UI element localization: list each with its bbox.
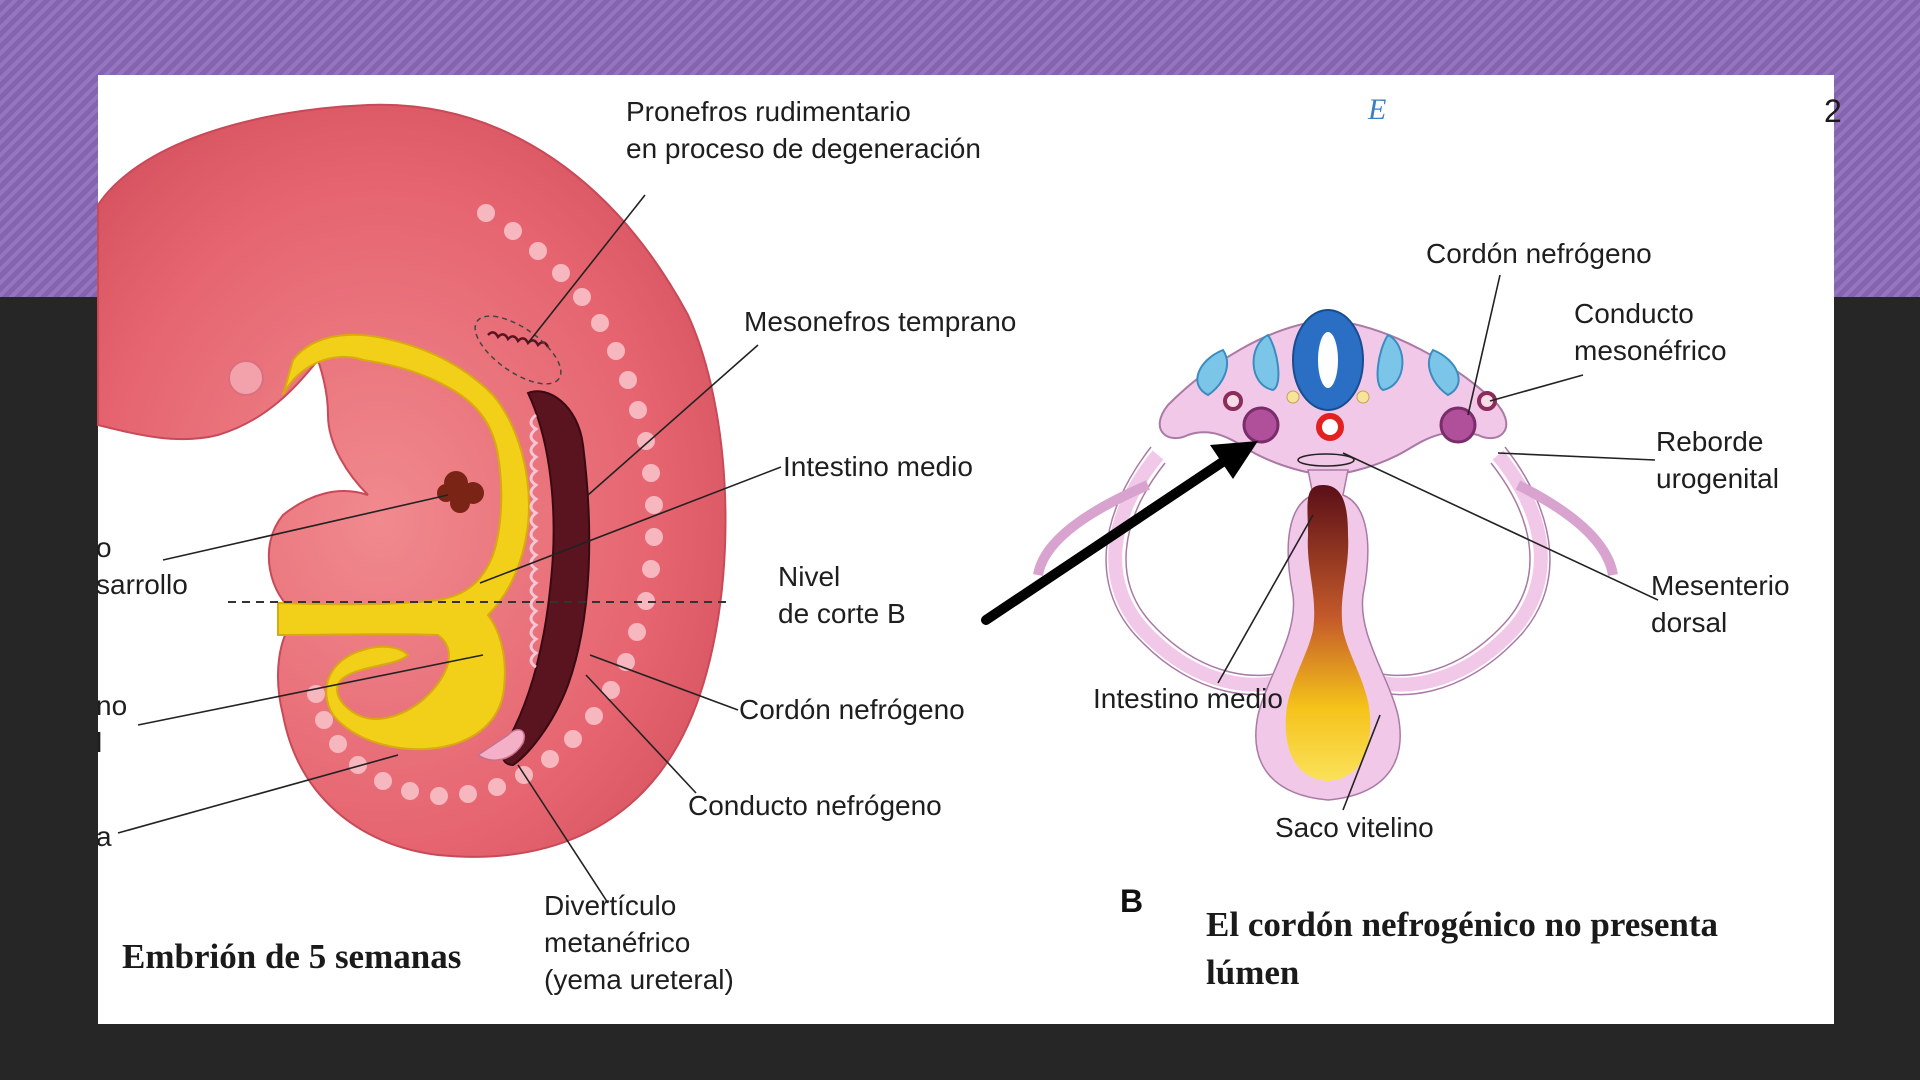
body-wall-left [1108,450,1302,692]
somites [307,204,663,805]
somite-right [1376,333,1404,392]
label-intestino-medio-a: Intestino medio [783,451,973,482]
ureteric-bud [476,728,525,761]
caption-cordon-sin-lumen: El cordón nefrogénico no presenta lúmen [1206,905,1719,992]
label-mesonefros: Mesonefros temprano [744,306,1017,337]
label-nivel-corte: Nivel de corte B [778,561,906,629]
mesonephric-tubules [529,413,539,669]
corner-mark-number: 2 [1824,93,1842,129]
nephrogenic-cord-left [1242,406,1280,444]
label-cordon-nefrogeno-a: Cordón nefrógeno [739,694,965,725]
liver-bud [437,471,484,513]
label-diverticulo: Divertículo metanéfrico (yema ureteral) [544,890,734,995]
label-reborde-urogenital: Reborde urogenital [1656,426,1779,494]
anatomy-diagram [97,103,1659,904]
body-wall-right [1354,450,1548,692]
pronephros-outline [474,315,562,385]
nephrogenic-cord-right [1439,406,1477,444]
label-cut-left-1: o sarrollo [96,532,188,600]
somite-left-outer [1196,348,1228,397]
embryo-diagram [97,103,730,858]
gut-lumen [1285,485,1371,781]
label-conducto-nefrogeno: Conducto nefrógeno [688,790,942,821]
slide-image: Pronefros rudimentario en proceso de deg… [96,75,1842,1024]
otic-vesicle [228,360,264,396]
label-mesenterio-dorsal: Mesenterio dorsal [1651,570,1790,638]
cross-section-diagram [1033,309,1618,801]
label-pronefros: Pronefros rudimentario en proceso de deg… [626,96,981,164]
notochord [1286,390,1300,404]
somite-left [1252,333,1280,392]
label-intestino-medio-b: Intestino medio [1093,683,1283,714]
label-saco-vitelino: Saco vitelino [1275,812,1434,843]
body-wall-left-outline [1105,446,1299,696]
mesentery-ring [1297,453,1355,467]
aorta [1316,413,1344,441]
mesonephric-duct-right [1477,391,1497,411]
neural-canal [1318,332,1338,388]
label-cordon-nefrogeno-b: Cordón nefrógeno [1426,238,1652,269]
body-wall-right-outline [1357,446,1551,696]
amnion-left [1033,480,1150,577]
gut-tube [277,333,530,751]
caption-embryo: Embrión de 5 semanas [122,937,462,976]
label-cut-left-3: a [96,821,112,852]
pronephros-coil [487,331,550,348]
notochord-right [1356,390,1370,404]
somite-right-outer [1428,348,1460,397]
label-conducto-mesonefrico: Conducto mesonéfrico [1574,298,1727,366]
corner-mark-e: E [1368,93,1387,126]
mesonephric-ridge [501,390,591,767]
leader-lines-b [1217,274,1659,811]
amnion-right [1515,480,1618,577]
arrow-indicator [981,441,1258,625]
mesonephric-duct-left [1223,391,1243,411]
panel-letter-b: B [1120,883,1144,919]
leader-lines-a [117,194,782,904]
label-cut-left-2: no l [96,690,128,758]
